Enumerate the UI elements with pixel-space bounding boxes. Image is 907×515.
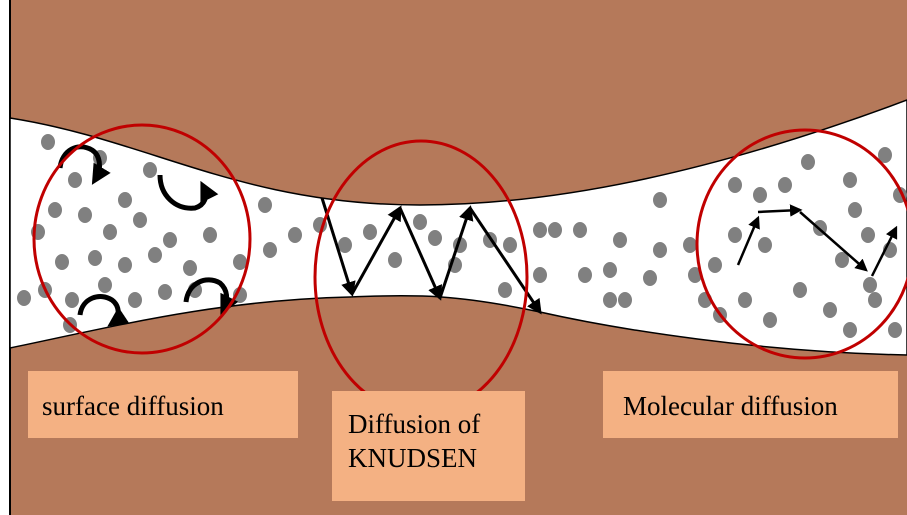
particle xyxy=(55,254,69,270)
particle xyxy=(338,237,352,253)
particle xyxy=(88,250,102,266)
particle xyxy=(288,227,302,243)
particle xyxy=(158,284,172,300)
particle xyxy=(98,277,112,293)
particle xyxy=(843,172,857,188)
particle xyxy=(48,202,62,218)
particle xyxy=(68,172,82,188)
particle xyxy=(758,237,772,253)
particle xyxy=(128,292,142,308)
knudsen-diffusion-label: Diffusion of KNUDSEN xyxy=(332,391,525,501)
particle xyxy=(148,247,162,263)
particle xyxy=(728,227,742,243)
particle xyxy=(578,267,592,283)
particle xyxy=(573,222,587,238)
particle xyxy=(683,237,697,253)
particle xyxy=(801,154,815,170)
particle xyxy=(183,260,197,276)
particle xyxy=(548,222,562,238)
surface-diffusion-label: surface diffusion xyxy=(28,371,298,438)
particle xyxy=(643,270,657,286)
particle xyxy=(728,177,742,193)
molecular-diffusion-text: Molecular diffusion xyxy=(623,389,898,423)
particle xyxy=(861,227,875,243)
particle xyxy=(133,212,147,228)
particle xyxy=(848,202,862,218)
particle xyxy=(17,290,31,306)
particle xyxy=(65,292,79,308)
particle xyxy=(863,277,877,293)
particle xyxy=(868,292,882,308)
particle xyxy=(363,224,377,240)
particle xyxy=(653,192,667,208)
particle xyxy=(41,134,55,150)
particle xyxy=(603,292,617,308)
particle xyxy=(203,227,217,243)
particle xyxy=(428,230,442,246)
particle xyxy=(843,322,857,338)
particle xyxy=(778,177,792,193)
particle xyxy=(753,187,767,203)
particle xyxy=(738,292,752,308)
particle xyxy=(613,232,627,248)
particle xyxy=(498,282,512,298)
particle xyxy=(653,242,667,258)
particle xyxy=(618,292,632,308)
particle xyxy=(603,262,617,278)
surface-diffusion-text: surface diffusion xyxy=(42,389,298,423)
particle xyxy=(258,197,272,213)
particle xyxy=(763,312,777,328)
particle xyxy=(143,162,157,178)
particle xyxy=(163,232,177,248)
molecular-diffusion-label: Molecular diffusion xyxy=(603,371,898,438)
particle xyxy=(78,207,92,223)
particle xyxy=(103,224,117,240)
knudsen-line1-text: Diffusion of xyxy=(348,407,525,441)
particle xyxy=(708,257,722,273)
particle xyxy=(533,267,547,283)
particle xyxy=(413,214,427,230)
particle xyxy=(533,222,547,238)
particle xyxy=(793,282,807,298)
particle xyxy=(388,252,402,268)
particle xyxy=(118,192,132,208)
particle xyxy=(118,257,132,273)
particle xyxy=(503,237,517,253)
particle xyxy=(233,254,247,270)
particle xyxy=(263,242,277,258)
particle xyxy=(888,322,902,338)
particle xyxy=(823,302,837,318)
knudsen-line2-text: KNUDSEN xyxy=(348,441,525,475)
